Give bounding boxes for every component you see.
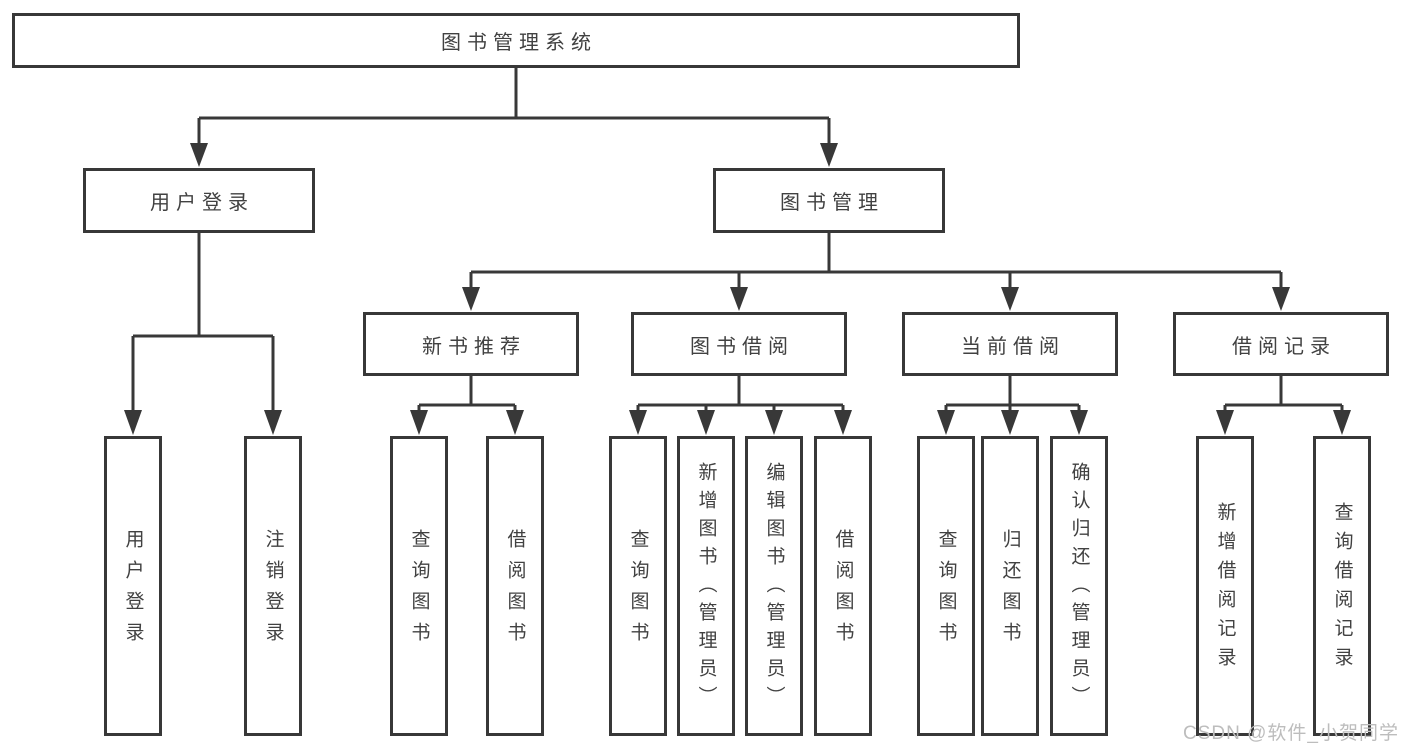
node-system-root: 图书管理系统	[12, 13, 1020, 68]
node-book-management-module: 图书管理	[713, 168, 945, 233]
node-book-borrowing: 图书借阅	[631, 312, 847, 376]
leaf-query-books-2: 查询图书	[609, 436, 667, 736]
node-current-borrowing: 当前借阅	[902, 312, 1118, 376]
node-new-book-recommend: 新书推荐	[363, 312, 579, 376]
leaf-confirm-return-admin: 确认归还（管理员）	[1050, 436, 1108, 736]
leaf-logout: 注销登录	[244, 436, 302, 736]
leaf-return-books: 归还图书	[981, 436, 1039, 736]
leaf-user-login: 用户登录	[104, 436, 162, 736]
arrow-heads	[124, 143, 1351, 435]
leaf-query-books-1: 查询图书	[390, 436, 448, 736]
csdn-watermark: CSDN @软件_小贺同学	[1183, 723, 1399, 744]
leaf-borrow-books-1: 借阅图书	[486, 436, 544, 736]
leaf-query-books-3: 查询图书	[917, 436, 975, 736]
node-user-login-module: 用户登录	[83, 168, 315, 233]
leaf-query-borrow-record: 查询借阅记录	[1313, 436, 1371, 736]
leaf-edit-books-admin: 编辑图书（管理员）	[745, 436, 803, 736]
leaf-add-books-admin: 新增图书（管理员）	[677, 436, 735, 736]
node-borrowing-records: 借阅记录	[1173, 312, 1389, 376]
leaf-borrow-books-2: 借阅图书	[814, 436, 872, 736]
leaf-add-borrow-record: 新增借阅记录	[1196, 436, 1254, 736]
